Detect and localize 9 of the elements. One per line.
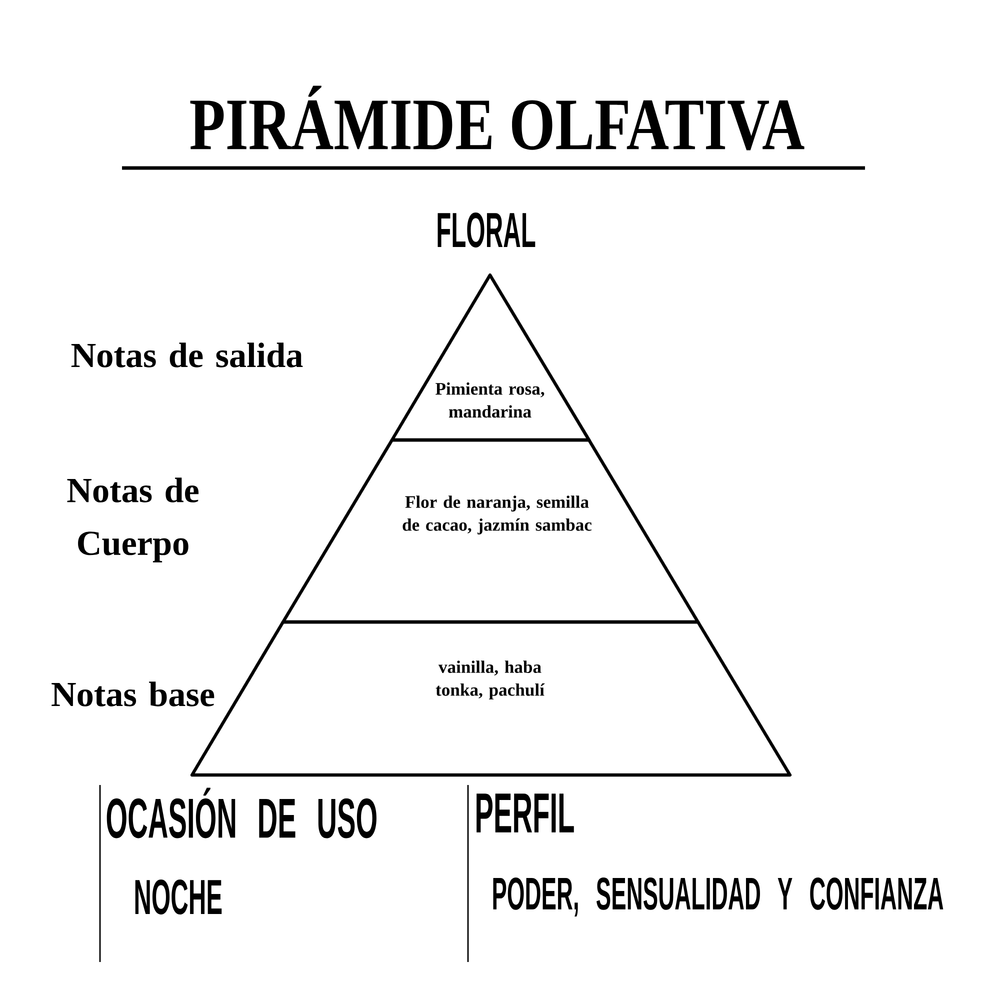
section-value: PODER, SENSUALIDAD Y CONFIANZA (493, 878, 944, 916)
tier-label: Notas de salida (71, 342, 303, 368)
pyramid-band: Pimienta rosa, mandarina (390, 273, 591, 442)
tier-label: Notas base (52, 682, 214, 706)
title: PIRÁMIDE OLFATIVA (190, 86, 804, 150)
tier-label: Notas de Cuerpo (67, 478, 199, 562)
pyramid-band: Flor de naranja, semilla de cacao, jazmín sambac (281, 438, 700, 624)
section-heading: OCASIÓN DE USO (106, 788, 376, 838)
section-value: NOCHE (135, 880, 222, 914)
